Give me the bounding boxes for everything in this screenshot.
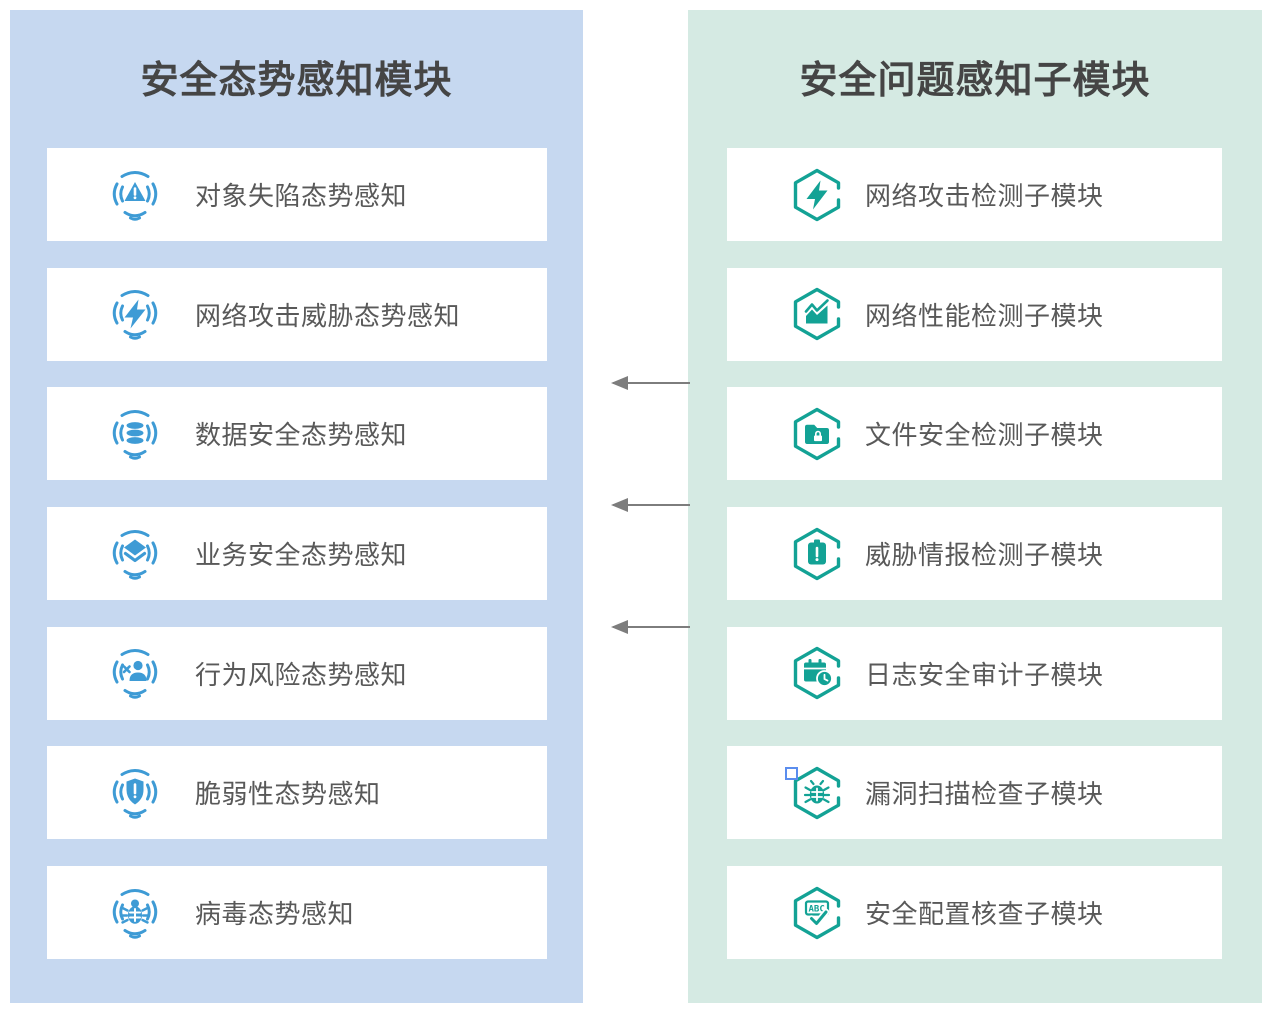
arrow-right-to-left [611,376,690,390]
submodule-item-label: 安全配置核查子模块 [865,899,1104,930]
svg-text:ABC: ABC [809,904,825,914]
module-item: 脆弱性态势感知 [47,746,547,840]
hexagon-bug-icon [785,765,845,821]
module-item-label: 脆弱性态势感知 [195,779,381,810]
submodule-item: 漏洞扫描检查子模块 [727,746,1222,840]
module-item: 行为风险态势感知 [47,626,547,720]
database-signal-icon [109,407,161,461]
right-panel-title: 安全问题感知子模块 [799,60,1151,102]
submodule-item-label: 网络攻击检测子模块 [865,181,1104,211]
submodule-item-label: 文件安全检测子模块 [865,420,1104,451]
submodule-item-label: 网络性能检测子模块 [865,300,1104,331]
module-item: 网络攻击威胁态势感知 [47,267,547,361]
module-item-label: 病毒态势感知 [195,899,355,930]
submodule-item-label: 威胁情报检测子模块 [865,540,1104,571]
module-item-label: 行为风险态势感知 [195,659,408,690]
module-item-label: 对象失陷态势感知 [195,181,408,211]
hexagon-folder-lock-icon [789,406,845,462]
selection-handle-artifact [785,766,798,780]
hexagon-lightning-icon [789,167,845,223]
submodule-item: ABC 安全配置核查子模块 [727,866,1222,960]
arrow-right-to-left [611,498,690,512]
shield-alert-signal-icon [109,766,161,820]
module-item-label: 数据安全态势感知 [195,420,408,451]
security-problem-perception-panel: 安全问题感知子模块 网络攻击检测子模块 网络性能检测子模块 [688,10,1262,1003]
alert-triangle-signal-icon [109,168,161,222]
module-item-label: 网络攻击威胁态势感知 [195,300,461,331]
hexagon-abc-check-icon: ABC [789,885,845,941]
security-situation-awareness-panel: 安全态势感知模块 对象失陷态势感知 [10,10,583,1003]
module-item: 业务安全态势感知 [47,507,547,601]
module-item: 病毒态势感知 [47,866,547,960]
module-item: 对象失陷态势感知 [47,148,547,241]
left-panel-rows: 对象失陷态势感知 网络攻击威胁态势感知 [47,148,547,960]
hexagon-area-chart-icon [789,286,845,342]
submodule-item: 网络性能检测子模块 [727,267,1222,361]
module-item-label: 业务安全态势感知 [195,540,408,571]
bug-signal-icon [109,886,161,940]
submodule-item: 文件安全检测子模块 [727,387,1222,481]
submodule-item: 威胁情报检测子模块 [727,507,1222,601]
module-item: 数据安全态势感知 [47,387,547,481]
lightning-signal-icon [109,287,161,341]
submodule-item: 日志安全审计子模块 [727,626,1222,720]
submodule-item: 网络攻击检测子模块 [727,148,1222,241]
hexagon-clipboard-alert-icon [789,526,845,582]
hexagon-calendar-clock-icon [789,645,845,701]
user-x-signal-icon [109,646,161,700]
left-panel-title: 安全态势感知模块 [140,60,453,102]
right-panel-rows: 网络攻击检测子模块 网络性能检测子模块 文件安全检 [727,148,1222,960]
submodule-item-label: 日志安全审计子模块 [865,659,1104,690]
submodule-item-label: 漏洞扫描检查子模块 [865,779,1104,810]
arrow-right-to-left [611,620,690,634]
layers-signal-icon [109,527,161,581]
